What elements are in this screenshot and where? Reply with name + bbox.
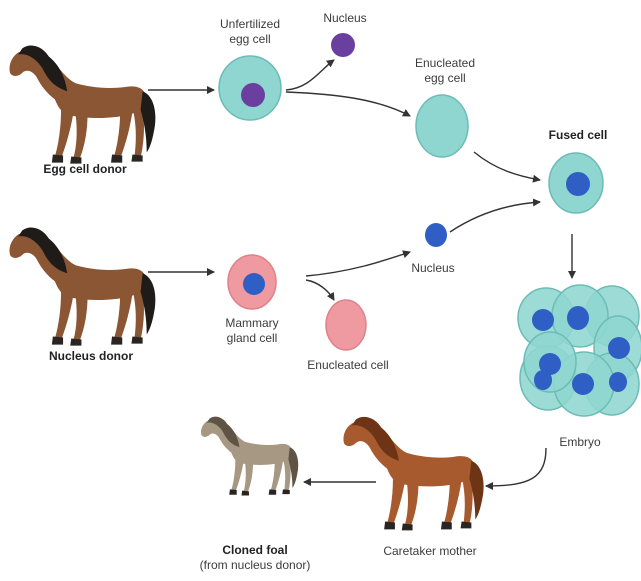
mammary-gland-cell xyxy=(228,255,276,309)
nucleus-donor-horse-icon xyxy=(10,228,156,346)
fused-cell xyxy=(549,153,603,213)
arrow-egg-to-fused xyxy=(474,152,540,180)
egg-cell-donor-label: Egg cell donor xyxy=(30,162,140,176)
enucleated-egg-cell xyxy=(416,95,468,157)
unfertilized-egg-cell xyxy=(219,56,281,120)
unfertilized-egg-label-line1: Unfertilized xyxy=(205,17,295,31)
caretaker-mother-label: Caretaker mother xyxy=(370,544,490,558)
nucleus-top-label: Nucleus xyxy=(310,11,380,25)
arrow-nucleus-to-fused xyxy=(450,202,540,232)
caretaker-mother-horse-icon xyxy=(343,417,483,531)
cloned-foal-icon xyxy=(201,417,298,496)
fused-cell-label: Fused cell xyxy=(538,128,618,142)
nucleus-middle-label: Nucleus xyxy=(398,261,468,275)
embryo-cluster xyxy=(518,285,641,416)
unfertilized-egg-label-line2: egg cell xyxy=(205,32,295,46)
enucleated-cell-label: Enucleated cell xyxy=(298,358,398,372)
donor-nucleus xyxy=(425,223,447,247)
arrow-to-enucleated-cell xyxy=(306,280,334,300)
cloned-foal-note: (from nucleus donor) xyxy=(195,558,315,572)
mammary-label-line1: Mammary xyxy=(212,316,292,330)
cloned-foal-label: Cloned foal xyxy=(200,543,310,557)
mammary-label-line2: gland cell xyxy=(212,331,292,345)
enucleated-mammary-cell xyxy=(326,300,366,350)
removed-nucleus xyxy=(331,33,355,57)
arrow-to-nucleus xyxy=(286,60,334,90)
enucleated-egg-label-line1: Enucleated xyxy=(400,56,490,70)
enucleated-egg-label-line2: egg cell xyxy=(400,71,490,85)
embryo-label: Embryo xyxy=(545,435,615,449)
arrow-embryo-to-mother xyxy=(486,448,546,486)
arrow-to-enucleated-egg xyxy=(286,92,410,116)
arrow-to-nucleus-middle xyxy=(306,252,410,276)
nucleus-donor-label: Nucleus donor xyxy=(36,349,146,363)
egg-donor-horse-icon xyxy=(10,46,156,164)
